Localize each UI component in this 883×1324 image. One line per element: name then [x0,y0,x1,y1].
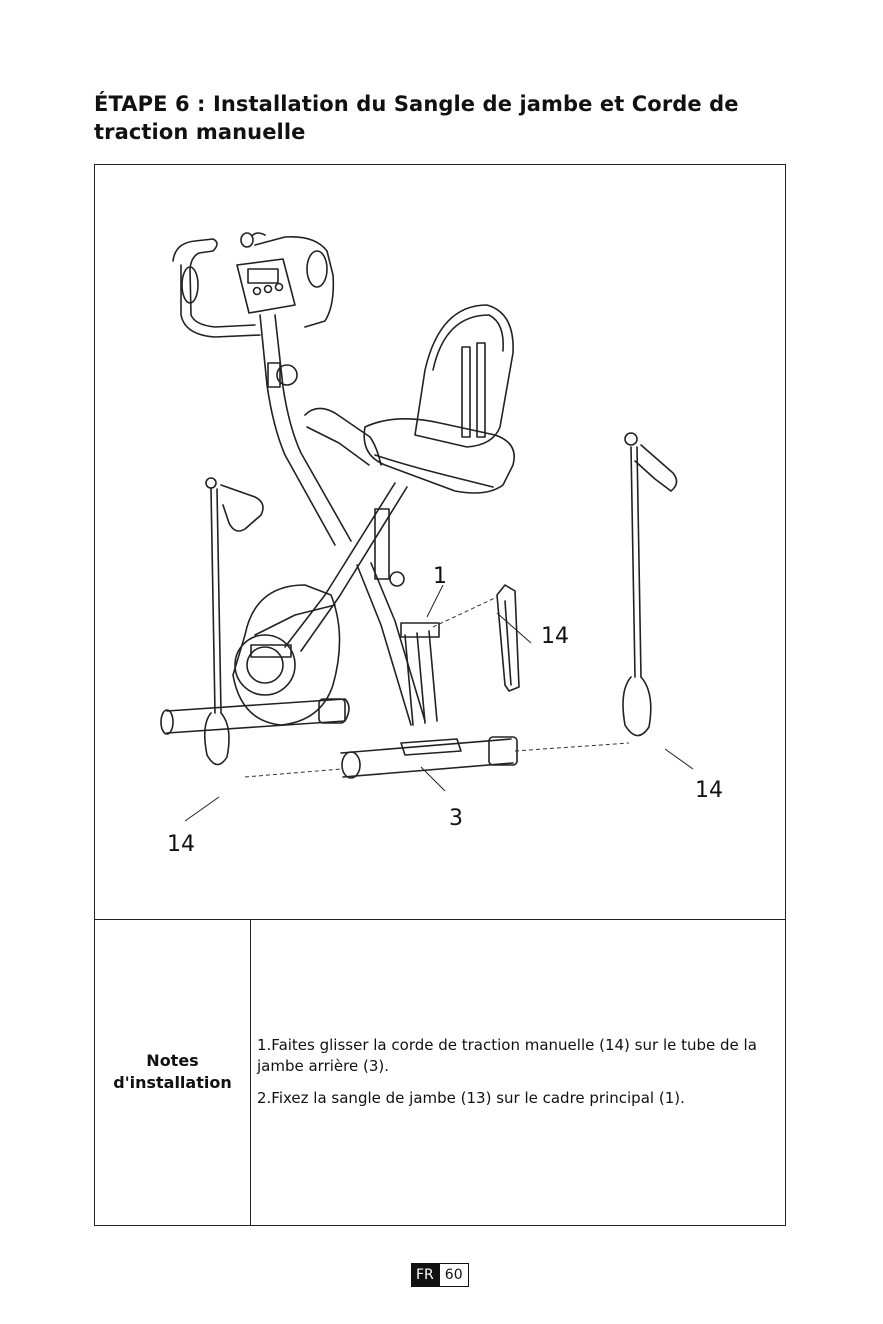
page-number-badge: FR 60 [411,1263,469,1287]
language-code: FR [411,1263,439,1287]
note-item: 1.Faites glisser la corde de traction ma… [257,1035,782,1077]
instruction-frame: 1 14 14 14 3 Notes d'installation 1.Fait… [94,164,786,1226]
note-item: 2.Fixez la sangle de jambe (13) sur le c… [257,1088,782,1109]
notes-text: 1.Faites glisser la corde de traction ma… [257,1035,782,1120]
page-number: 60 [439,1263,469,1287]
page-title: ÉTAPE 6 : Installation du Sangle de jamb… [94,90,794,146]
notes-label: Notes d'installation [103,1050,243,1094]
callout-rear-tube: 3 [449,806,463,831]
callout-rope-left: 14 [167,832,195,857]
callout-rope-center: 14 [541,624,569,649]
callout-rope-right: 14 [695,778,723,803]
notes-label-cell: Notes d'installation [95,919,250,1225]
callout-frame-main: 1 [433,564,447,589]
column-divider [250,919,251,1225]
bike-assembly-illustration: 1 14 14 14 3 [95,165,785,919]
